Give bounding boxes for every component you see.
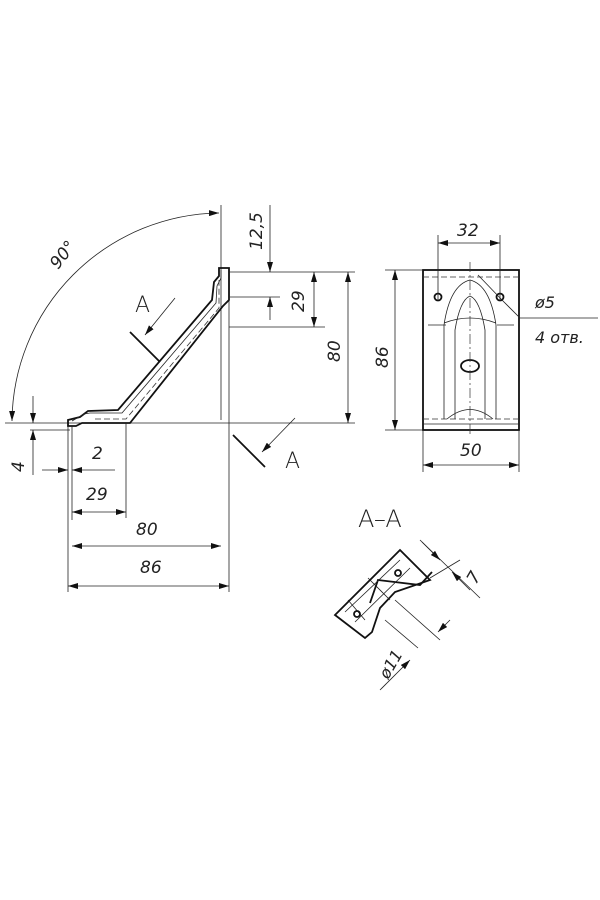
dim-line-11b [379, 659, 411, 691]
dim-86-horizontal: 86 [140, 558, 162, 578]
rib-inner [454, 295, 486, 419]
dim-4: 4 [9, 461, 29, 472]
dim-2: 2 [92, 444, 103, 464]
section-view: A–A 7 ø11 [333, 505, 486, 691]
main-view: 90° 12,5 29 80 4 2 29 80 86 A A [5, 205, 355, 592]
dim-50: 50 [460, 441, 482, 461]
section-hole-upper [394, 569, 402, 577]
extension-line [429, 559, 461, 579]
angle-dimension-arc [9, 210, 220, 422]
section-hole-lower [353, 610, 361, 618]
dim-32: 32 [457, 221, 479, 241]
section-grid [344, 559, 411, 623]
section-arrow-lower [261, 417, 296, 453]
side-view-outline [422, 269, 520, 431]
dim-line-7 [421, 541, 441, 561]
section-profile [369, 571, 433, 604]
hidden-line [95, 280, 220, 420]
section-cut-mark-upper [129, 331, 161, 363]
hole-count-label: 4 отв. [535, 328, 584, 347]
extension-line [394, 599, 441, 641]
section-title: A–A [358, 505, 402, 533]
dim-80-horizontal: 80 [136, 520, 158, 540]
section-outline [333, 548, 432, 640]
dim-29-vertical: 29 [289, 290, 309, 312]
extension-line [384, 619, 419, 649]
dim-line-7b [451, 571, 471, 591]
hole-leader-line [477, 274, 598, 319]
section-label-lower: A [285, 449, 300, 474]
dim-12-5: 12,5 [247, 212, 267, 250]
dim-diameter-11: ø11 [375, 646, 407, 682]
hole-diameter-label: ø5 [534, 293, 555, 312]
side-view: 32 86 50 ø5 4 отв. [373, 221, 598, 472]
section-label-upper: A [135, 293, 150, 318]
angle-label: 90° [46, 237, 80, 273]
section-arrow-upper [144, 297, 176, 336]
dim-80-vertical: 80 [325, 340, 345, 362]
bracket-profile [67, 267, 230, 427]
dim-line-11 [437, 619, 451, 633]
dim-29-horizontal: 29 [86, 485, 108, 505]
section-cut-mark-lower [232, 434, 266, 468]
dim-86-vertical: 86 [373, 346, 393, 368]
